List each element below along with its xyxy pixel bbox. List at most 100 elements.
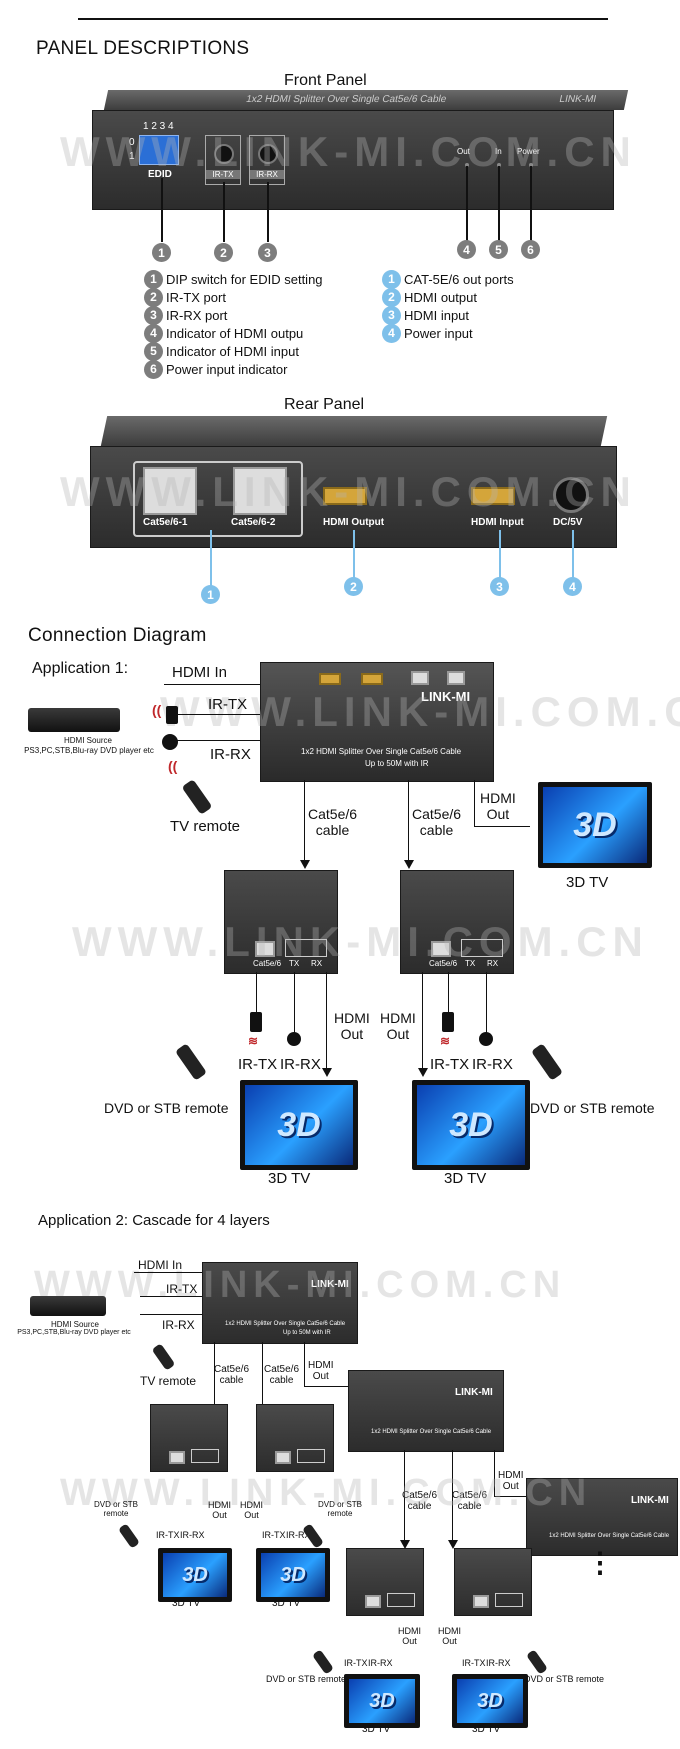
- app2-tv-label: 3D TV: [272, 1598, 301, 1609]
- rx-irrx-label: IR-RX: [368, 1658, 393, 1668]
- app2-tv-label: 3D TV: [362, 1724, 391, 1735]
- irrx-frame: IR-RX: [249, 135, 285, 185]
- dip-switch[interactable]: [139, 135, 179, 165]
- splitter-hdmi-port: [361, 673, 383, 685]
- rx-hdmi-out-label: HDMI Out: [380, 1010, 416, 1042]
- rx-tx-label: TX: [289, 959, 300, 968]
- irrx-label: IR-RX: [250, 170, 284, 179]
- rear-callout-1: [210, 530, 212, 588]
- hdmi-output-port[interactable]: [323, 487, 367, 505]
- power-indicator-label: Power: [517, 147, 540, 156]
- irtx-jack[interactable]: [214, 144, 234, 164]
- rear-device-top: [100, 416, 608, 446]
- rx-irrx-label: IR-RX: [472, 1056, 513, 1073]
- app1-hdmi-in-label: HDMI In: [172, 664, 228, 681]
- legend-num: 3: [382, 305, 401, 325]
- app2-tv: 3D: [256, 1548, 330, 1602]
- receiver-right: Cat5e/6 TX RX: [400, 870, 514, 974]
- ir-receiver-icon: [287, 1032, 301, 1046]
- dvd-remote-label: DVD or STB remote: [530, 1100, 655, 1116]
- device-top-label: 1x2 HDMI Splitter Over Single Cat5e/6 Ca…: [244, 94, 448, 105]
- rx-rx-label: RX: [311, 959, 323, 968]
- hdmi-source-device: [30, 1296, 106, 1316]
- cat-port-2[interactable]: [233, 467, 287, 515]
- cable-line: [214, 1342, 215, 1406]
- dvd-remote-icon: [530, 1043, 564, 1081]
- dc-label: DC/5V: [553, 517, 583, 528]
- cat-port-1-label: Cat5e/6-1: [143, 517, 188, 528]
- hdmi-source-label-2: PS3,PC,STB,Blu-ray DVD player etc: [24, 746, 154, 755]
- legend-num: 2: [144, 287, 163, 307]
- splitter-label-1: 1x2 HDMI Splitter Over Single Cat5e/6 Ca…: [371, 1429, 492, 1435]
- cable-label: Cat5e/6 cable: [452, 1490, 488, 1512]
- ir-emitter-icon: [166, 706, 178, 724]
- cat-port-1[interactable]: [143, 467, 197, 515]
- section-title: PANEL DESCRIPTIONS: [36, 38, 250, 59]
- tv-main-label: 3D TV: [566, 874, 609, 891]
- legend-text: HDMI input: [404, 307, 470, 323]
- hdmi-source-label-1: HDMI Source: [50, 1320, 99, 1329]
- receiver-left: Cat5e/6 TX RX: [224, 870, 338, 974]
- rx-hdmi-line: [422, 972, 423, 1070]
- app2-splitter-3: LINK-MI 1x2 HDMI Splitter Over Single Ca…: [526, 1478, 678, 1556]
- hdmi-input-port[interactable]: [471, 487, 515, 505]
- rx-cat-port: [473, 1595, 489, 1608]
- dip-side-0: 0: [129, 137, 135, 148]
- legend-text: IR-TX port: [166, 289, 226, 305]
- rx-line: [486, 972, 487, 1034]
- hdmi-in-line: [134, 1272, 202, 1273]
- front-badge-2: 2: [214, 243, 233, 262]
- rx-ir-ports: [297, 1449, 325, 1463]
- rx-irrx-label: IR-RX: [286, 1530, 311, 1540]
- cable-line-2: [408, 780, 409, 862]
- rx-irtx-label: IR-TX: [262, 1530, 286, 1540]
- ir-wave-icon: ≋: [248, 1034, 259, 1048]
- out-led: [465, 163, 469, 167]
- watermark: WWW.LINK-MI.COM.CN: [60, 468, 637, 515]
- front-badge-5: 5: [489, 240, 508, 259]
- ir-receiver-icon: [162, 734, 178, 750]
- top-divider: [78, 18, 608, 20]
- app1-irtx-label: IR-TX: [208, 696, 248, 713]
- irtx-frame: IR-TX: [205, 135, 241, 185]
- rx-irtx-label: IR-TX: [344, 1658, 368, 1668]
- hdmi-output-label: HDMI Output: [323, 517, 385, 528]
- arrow-down-icon: [404, 860, 414, 869]
- front-device-top: 1x2 HDMI Splitter Over Single Cat5e/6 Ca…: [103, 90, 629, 110]
- rear-callout-2: [353, 530, 355, 580]
- cat-port-group: [133, 461, 303, 537]
- app2-tv: 3D: [344, 1674, 420, 1728]
- dvd-remote-icon: [174, 1043, 208, 1081]
- cable-line: [404, 1450, 405, 1540]
- irrx-jack[interactable]: [258, 144, 278, 164]
- front-badge-1: 1: [152, 243, 171, 262]
- dip-numbers: 1 2 3 4: [143, 121, 174, 132]
- app1-tv-right: 3D: [412, 1080, 530, 1170]
- hdmi-out-line-v: [474, 780, 475, 826]
- cable-label-2: Cat5e/6 cable: [412, 806, 462, 838]
- dc-jack[interactable]: [553, 477, 589, 513]
- legend-text: IR-RX port: [166, 307, 228, 323]
- rear-panel-title: Rear Panel: [284, 396, 365, 413]
- rx-port-label: Cat5e/6: [429, 959, 458, 968]
- callout-line-2: [223, 182, 225, 242]
- splitter-brand: LINK-MI: [631, 1495, 669, 1506]
- rear-callout-3: [499, 530, 501, 580]
- front-badge-6: 6: [521, 240, 540, 259]
- front-badge-4: 4: [457, 240, 476, 259]
- app1-tv-main: 3D: [538, 782, 652, 868]
- app1-irrx-label: IR-RX: [210, 746, 251, 763]
- legend-text: Indicator of HDMI input: [166, 343, 299, 359]
- splitter-brand: LINK-MI: [311, 1279, 349, 1290]
- app2-receiver: [346, 1548, 424, 1616]
- watermark: WWW.LINK-MI.COM.CN: [60, 1472, 593, 1514]
- legend-text: Power input indicator: [166, 361, 288, 377]
- rear-badge-4: 4: [563, 577, 582, 596]
- tv-right-label: 3D TV: [444, 1170, 487, 1187]
- rx-irrx-label: IR-RX: [180, 1530, 205, 1540]
- in-indicator-label: In: [495, 147, 502, 156]
- rx-ir-ports: [285, 939, 327, 957]
- splitter-cat-port: [411, 671, 429, 685]
